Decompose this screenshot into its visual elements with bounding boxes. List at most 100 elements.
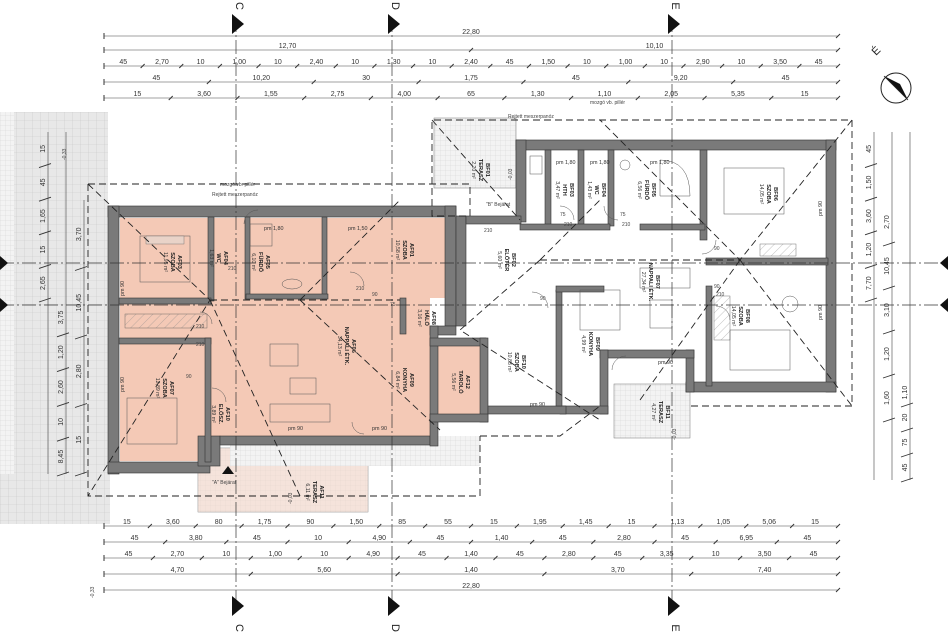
dim-value: 1,05 xyxy=(717,519,731,526)
dim-value: 15 xyxy=(801,91,809,98)
dim-tick xyxy=(395,555,400,561)
dim-value: 45 xyxy=(614,551,622,558)
dim-tick xyxy=(900,452,914,458)
axis-markers xyxy=(0,14,948,616)
room-name: HÁLÓ xyxy=(423,310,431,326)
dim-tick xyxy=(74,334,88,340)
room-code: AF10 xyxy=(224,407,230,421)
dim-tick xyxy=(56,436,70,442)
room-name: ELŐSZ. xyxy=(217,404,224,425)
dim-tick xyxy=(882,417,896,423)
room-code: BF06 xyxy=(772,187,778,201)
dim-tick xyxy=(256,63,261,69)
pm-label-10: pm 1,80 xyxy=(590,160,609,166)
dim-tick xyxy=(789,523,795,529)
dim-value: 1,00 xyxy=(268,551,282,558)
terrace-bf11 xyxy=(613,383,691,439)
dim-tick xyxy=(468,539,474,545)
dim-value: 45 xyxy=(902,464,909,472)
dim-value: 30 xyxy=(362,75,370,82)
svg-text:210: 210 xyxy=(356,286,365,292)
room-name: WC xyxy=(215,253,221,262)
level-terrace-a: -0,03 xyxy=(288,492,294,504)
pm-label-12: pm 90 xyxy=(818,201,824,216)
dim-value: 1,65 xyxy=(40,209,47,223)
dim-value: 10 xyxy=(320,551,328,558)
dim-tick xyxy=(835,571,841,577)
dim-value: 10 xyxy=(660,59,668,66)
dim-value: 1,50 xyxy=(541,59,555,66)
dim-tick xyxy=(407,539,413,545)
dim-tick xyxy=(168,95,174,101)
level-terrace-c: -0,03 xyxy=(508,168,514,180)
dim-tick xyxy=(882,373,896,379)
dim-tick xyxy=(331,523,336,529)
dim-tick xyxy=(688,555,694,561)
axis-label-e-bottom: E xyxy=(669,624,681,631)
dim-value: 45 xyxy=(125,551,133,558)
dim-value: 1,00 xyxy=(619,59,633,66)
svg-text:90: 90 xyxy=(714,246,720,252)
room-code: BF10 xyxy=(520,355,526,369)
dim-value: 15 xyxy=(133,91,141,98)
dim-tick xyxy=(217,63,223,69)
dim-tick xyxy=(639,555,645,561)
dim-value: 2,70 xyxy=(884,215,891,229)
dim-tick xyxy=(542,555,547,561)
room-name: WC xyxy=(593,185,599,194)
dim-value: 4,90 xyxy=(372,535,386,542)
furniture xyxy=(124,155,799,445)
dim-tick xyxy=(514,523,520,529)
dim-tick xyxy=(565,63,570,69)
svg-text:90: 90 xyxy=(186,374,192,380)
room-name: HTH xyxy=(561,184,567,196)
dim-tick xyxy=(835,523,841,529)
dim-tick xyxy=(422,523,428,529)
room-area: 6,56 m² xyxy=(636,181,642,199)
level-top-left: -0,33 xyxy=(62,148,68,160)
dim-tick xyxy=(449,63,455,69)
dim-value: 1,20 xyxy=(58,345,65,359)
top-dimension-ticks xyxy=(103,33,841,101)
right-dimension-lines xyxy=(873,132,911,480)
dim-tick xyxy=(560,523,566,529)
dim-tick xyxy=(864,196,878,202)
dim-tick xyxy=(468,47,474,53)
dim-value: 3,50 xyxy=(758,551,772,558)
dim-value: 3,10 xyxy=(884,303,891,317)
left-dimension-lines xyxy=(47,132,85,474)
dim-tick xyxy=(435,95,440,101)
dim-value: 10 xyxy=(428,59,436,66)
dim-value: 6,95 xyxy=(739,535,753,542)
dim-tick xyxy=(162,539,168,545)
room-code: AF11 xyxy=(318,485,324,498)
dim-value: 65 xyxy=(467,91,475,98)
dim-tick xyxy=(900,477,914,483)
dim-tick xyxy=(864,163,878,169)
dim-tick xyxy=(235,95,240,101)
room-area: 6,84 m² xyxy=(394,371,400,389)
room-code: AF09 xyxy=(408,373,414,387)
dim-value: 1,10 xyxy=(598,91,612,98)
dim-value: 45 xyxy=(866,145,873,153)
dim-tick xyxy=(730,79,736,85)
room-code: BF11 xyxy=(664,405,670,418)
room-code: AF06 xyxy=(350,339,356,353)
dim-value: 45 xyxy=(681,535,689,542)
roof-outline xyxy=(87,119,853,497)
dim-tick xyxy=(526,63,532,69)
dim-tick xyxy=(529,539,535,545)
dim-value: 2,75 xyxy=(331,91,345,98)
mozgo-label-b: mozgó vb. pillér xyxy=(590,100,625,106)
dim-value: 1,00 xyxy=(232,59,246,66)
